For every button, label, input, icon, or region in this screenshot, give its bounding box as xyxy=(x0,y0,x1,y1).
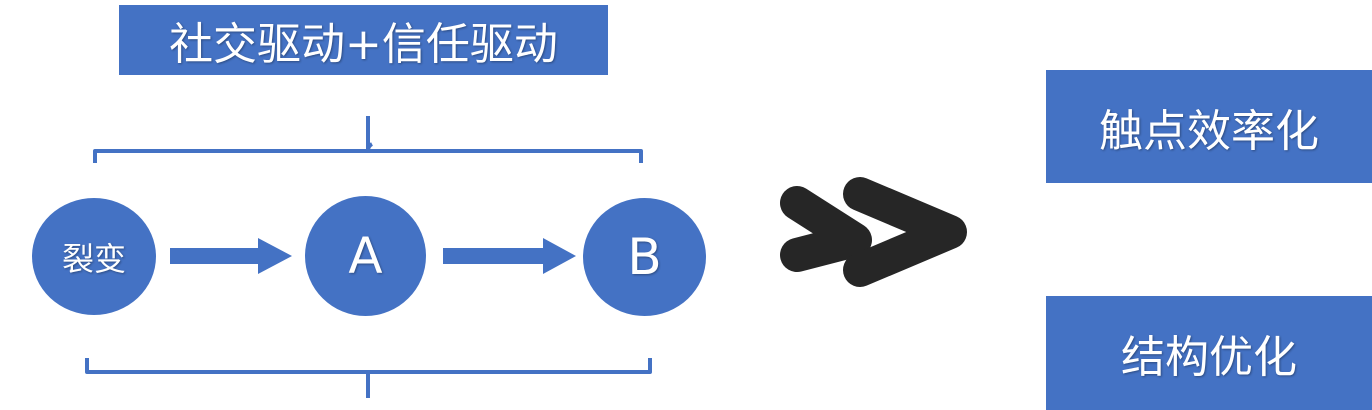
bottom-bracket-icon xyxy=(85,358,652,398)
node-b: B xyxy=(583,198,706,316)
arrow-icon xyxy=(443,238,576,274)
node-b-label: B xyxy=(627,228,662,286)
node-a: A xyxy=(305,196,426,316)
arrow-icon xyxy=(170,238,292,274)
node-fission-label: 裂变 xyxy=(61,239,126,278)
node-fission: 裂变 xyxy=(32,198,156,315)
result-box-touchpoint-efficiency: 触点效率化 xyxy=(1046,70,1372,183)
node-a-label: A xyxy=(348,227,383,285)
top-bracket-icon xyxy=(93,116,643,163)
title-box: 社交驱动+信任驱动 xyxy=(119,5,608,75)
double-chevron-right-icon xyxy=(780,177,967,287)
title-text: 社交驱动+信任驱动 xyxy=(169,19,558,70)
result-label-bottom: 结构优化 xyxy=(1121,332,1297,383)
result-box-structure-optimization: 结构优化 xyxy=(1046,296,1372,410)
result-label-top: 触点效率化 xyxy=(1099,105,1319,157)
